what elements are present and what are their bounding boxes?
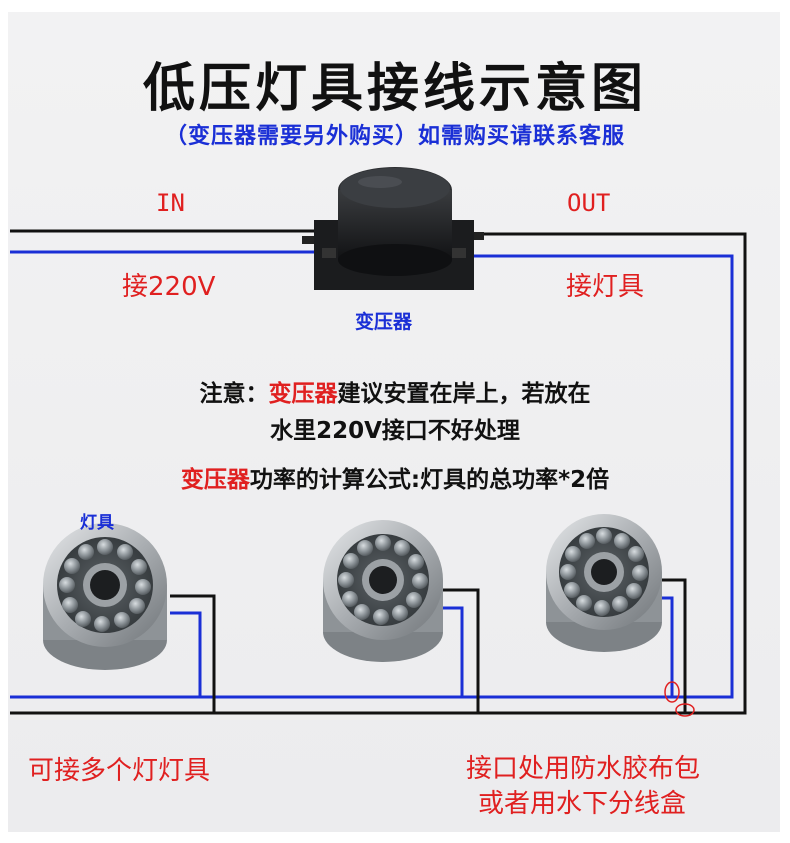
output-wires [10,232,747,715]
lamp-wires [170,578,687,713]
formula-highlight: 变压器 [180,467,250,493]
transformer-icon [302,167,484,290]
note-prefix: 注意： [199,381,269,407]
background-panel [8,12,780,832]
bottom-right-note-1: 接口处用防水胶布包 [466,754,701,784]
led-ring [560,528,648,616]
note-line-1: 注意：变压器建议安置在岸上，若放在 [0,374,790,408]
junction-markers [664,681,695,717]
bottom-right-note-2: 或者用水下分线盒 [478,789,687,819]
led-ring [59,539,151,632]
output-label: 接灯具 [566,272,645,302]
bottom-left-note: 可接多个灯灯具 [28,756,211,786]
input-voltage-label: 接220V [122,272,216,302]
transformer-label: 变压器 [355,311,413,333]
out-label: OUT [567,189,611,217]
input-wires [10,229,320,254]
formula-line: 变压器功率的计算公式:灯具的总功率*2倍 [0,460,790,494]
lamp-label: 灯具 [80,513,114,533]
subtitle: （变压器需要另外购买）如需购买请联系客服 [164,124,625,149]
in-label: IN [156,189,185,217]
note-line-2: 水里220V接口不好处理 [270,418,520,444]
formula-text: 功率的计算公式:灯具的总功率*2倍 [249,467,610,493]
note-highlight: 变压器 [268,381,338,407]
lamp-1 [43,523,167,670]
lamp-2 [323,520,443,662]
led-ring [338,535,428,625]
lamp-3 [546,514,662,652]
note-text: 建议安置在岸上，若放在 [337,381,591,407]
page-title: 低压灯具接线示意图 [142,59,647,119]
